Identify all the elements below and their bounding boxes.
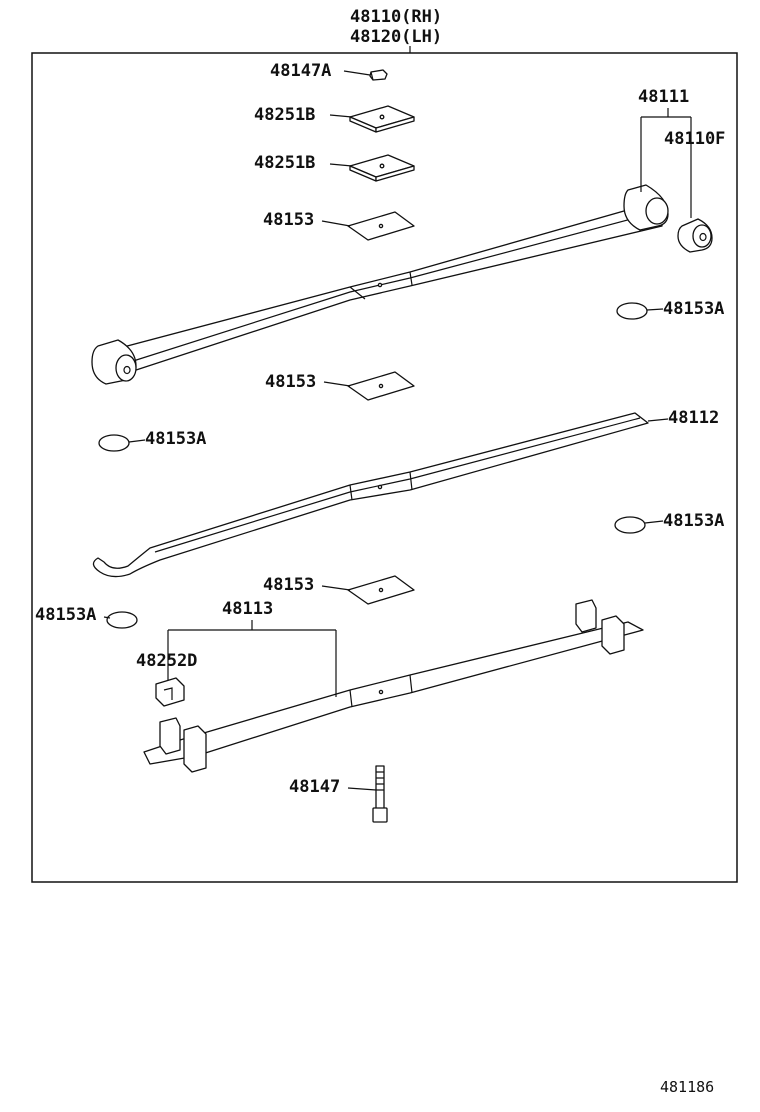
label-48252D[interactable]: 48252D <box>136 651 197 671</box>
label-48112[interactable]: 48112 <box>668 408 719 428</box>
assembly-label-rh: 48110(RH) <box>350 7 442 27</box>
leader-48251B-upper <box>329 114 353 118</box>
plate-48251B-upper[interactable] <box>349 105 415 133</box>
leader-48251B-lower <box>329 163 353 167</box>
leader-48153-middle <box>323 381 351 387</box>
label-48113[interactable]: 48113 <box>222 599 273 619</box>
label-48153A-left[interactable]: 48153A <box>145 429 206 449</box>
disc-48153A-bottom-left[interactable] <box>106 611 138 629</box>
figure-number: 481186 <box>660 1078 714 1096</box>
label-48153A-right-upper[interactable]: 48153A <box>663 299 724 319</box>
clip-48252D[interactable] <box>155 677 185 707</box>
label-48147[interactable]: 48147 <box>289 777 340 797</box>
leader-48153A-right-lower <box>644 520 664 524</box>
disc-48153A-right-lower[interactable] <box>614 516 646 534</box>
disc-48153A-left[interactable] <box>98 434 130 452</box>
nut-48147A[interactable] <box>369 69 388 81</box>
third-leaf-48113[interactable] <box>143 599 644 773</box>
leader-48147 <box>347 787 377 791</box>
bushing-48110F[interactable] <box>677 218 713 253</box>
label-48147A[interactable]: 48147A <box>270 61 331 81</box>
second-leaf-48112[interactable] <box>92 412 649 578</box>
leader-48111 <box>640 108 692 218</box>
leader-48153A-right-upper <box>646 308 664 311</box>
assembly-label-lh: 48120(LH) <box>350 27 442 47</box>
label-48251B-upper[interactable]: 48251B <box>254 105 315 125</box>
leader-48112 <box>647 418 669 422</box>
leader-48153-top <box>321 220 351 227</box>
label-48153A-bottom-left[interactable]: 48153A <box>35 605 96 625</box>
pad-48153-bottom[interactable] <box>347 575 415 605</box>
label-48110F[interactable]: 48110F <box>664 129 725 149</box>
pad-48153-middle[interactable] <box>347 371 415 401</box>
plate-48251B-lower[interactable] <box>349 154 415 182</box>
diagram-frame <box>31 52 738 883</box>
leader-48153-bottom <box>321 585 351 591</box>
disc-48153A-right-upper[interactable] <box>616 302 648 320</box>
leader-48147A <box>343 70 371 76</box>
label-48153A-right-lower[interactable]: 48153A <box>663 511 724 531</box>
label-48251B-lower[interactable]: 48251B <box>254 153 315 173</box>
bolt-48147[interactable] <box>372 765 388 823</box>
label-48111[interactable]: 48111 <box>638 87 689 107</box>
label-48153-top[interactable]: 48153 <box>263 210 314 230</box>
leader-48153A-bottom-left <box>103 616 111 619</box>
label-48153-bottom[interactable]: 48153 <box>263 575 314 595</box>
pad-48153-top[interactable] <box>347 211 415 241</box>
leader-48113 <box>167 620 337 697</box>
label-48153-middle[interactable]: 48153 <box>265 372 316 392</box>
leader-48153A-left <box>128 439 146 443</box>
main-leaf-48111[interactable] <box>91 184 669 385</box>
